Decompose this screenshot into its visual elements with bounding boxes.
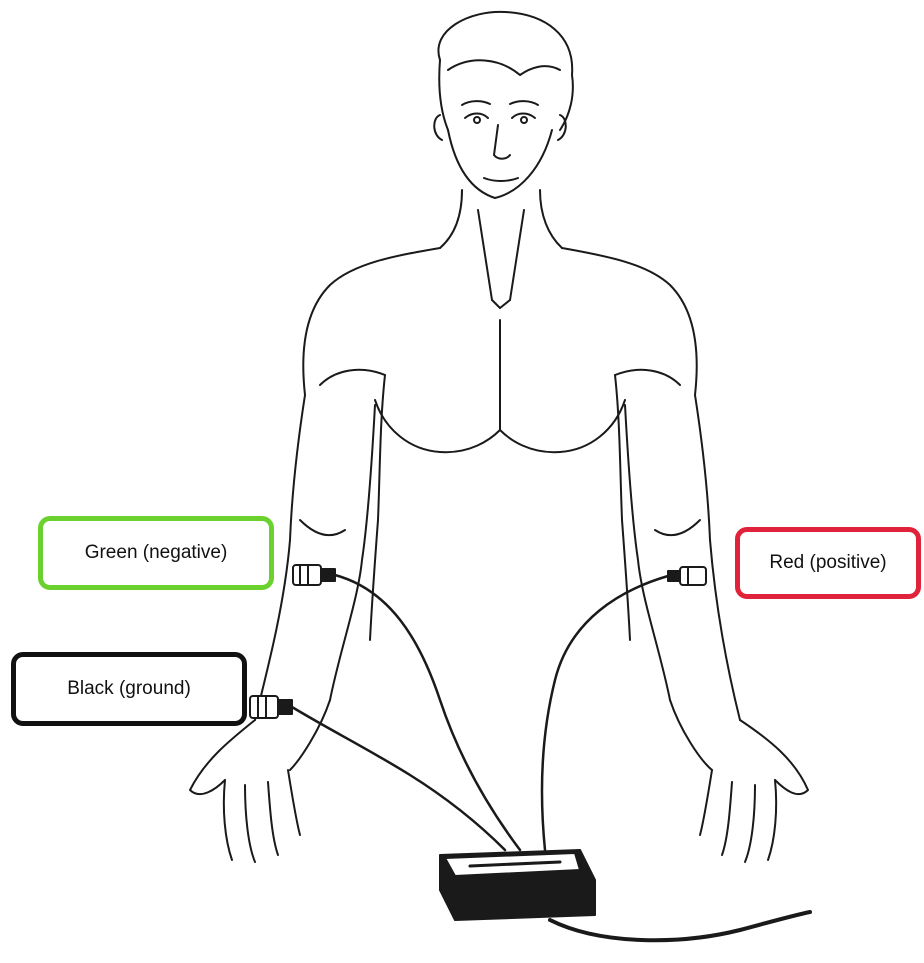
ecg-monitor-box	[440, 850, 595, 920]
electrode-green	[293, 565, 335, 585]
right-arm	[625, 395, 808, 862]
green-electrode-label: Green (negative)	[38, 516, 274, 590]
neck	[440, 190, 562, 308]
head	[434, 12, 573, 198]
left-arm	[190, 395, 375, 862]
black-electrode-label: Black (ground)	[11, 652, 247, 726]
red-electrode-label: Red (positive)	[735, 527, 921, 599]
electrode-red	[668, 567, 706, 585]
electrode-black	[250, 696, 292, 718]
